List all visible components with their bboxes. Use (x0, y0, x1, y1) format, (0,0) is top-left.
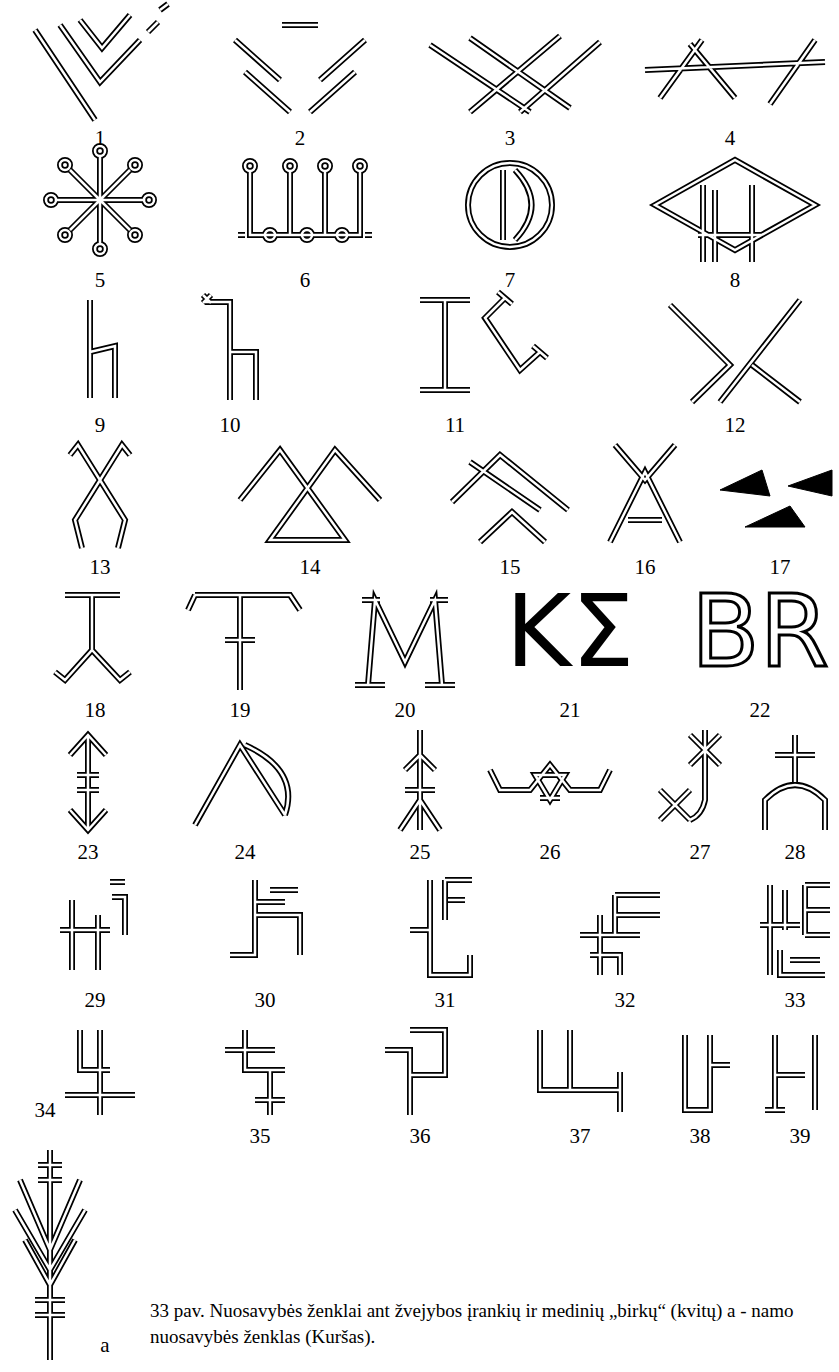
figure-number: 15 (500, 557, 521, 578)
figure-number: 31 (435, 990, 456, 1011)
figure-number: 13 (90, 557, 111, 578)
figure-number: 9 (95, 415, 106, 436)
figure-number: 1 (95, 128, 106, 149)
figure-number: 7 (505, 270, 516, 291)
figure-caption: 33 pav. Nuosavybės ženklai ant žvejybos … (150, 1298, 810, 1349)
figure-number: 39 (790, 1126, 811, 1147)
figure-number: a (100, 1335, 109, 1356)
figure-number: 10 (220, 415, 241, 436)
figure-number: 23 (78, 842, 99, 863)
figure-number: 6 (300, 270, 311, 291)
figure-number: 34 (35, 1100, 56, 1121)
figure-number: 32 (615, 990, 636, 1011)
figure-number: 4 (725, 128, 736, 149)
mark-outline (15, 4, 830, 1360)
figure-number: 33 (785, 990, 806, 1011)
figure-number: 38 (690, 1126, 711, 1147)
figure-number: 22 (750, 700, 771, 721)
figure-number: 2 (295, 128, 306, 149)
figure-number: 28 (785, 842, 806, 863)
figure-number: 19 (230, 700, 251, 721)
figure-number: 21 (560, 700, 581, 721)
figure-number: 26 (540, 842, 561, 863)
figure-number: 29 (85, 990, 106, 1011)
figure-number: 3 (505, 128, 516, 149)
triangle-mark (720, 470, 832, 527)
figure-number: 36 (410, 1126, 431, 1147)
figure-number: 27 (690, 842, 711, 863)
figure-number: 5 (95, 270, 106, 291)
figure-number: 18 (85, 700, 106, 721)
mark-inner (15, 4, 830, 1360)
figure-number: 37 (570, 1126, 591, 1147)
figure-number: 17 (770, 557, 791, 578)
figure-number: 30 (255, 990, 276, 1011)
figure-number: 25 (410, 842, 431, 863)
figure-number: 11 (445, 415, 465, 436)
figure-number: 35 (250, 1126, 271, 1147)
figure-number: 14 (300, 557, 321, 578)
letter-mark: BR (691, 582, 829, 682)
letter-mark: KΣ (506, 582, 635, 682)
figure-number: 16 (635, 557, 656, 578)
figure-number: 20 (395, 700, 416, 721)
figure-number: 8 (730, 270, 741, 291)
figure-number: 12 (725, 415, 746, 436)
figure-number: 24 (235, 842, 256, 863)
